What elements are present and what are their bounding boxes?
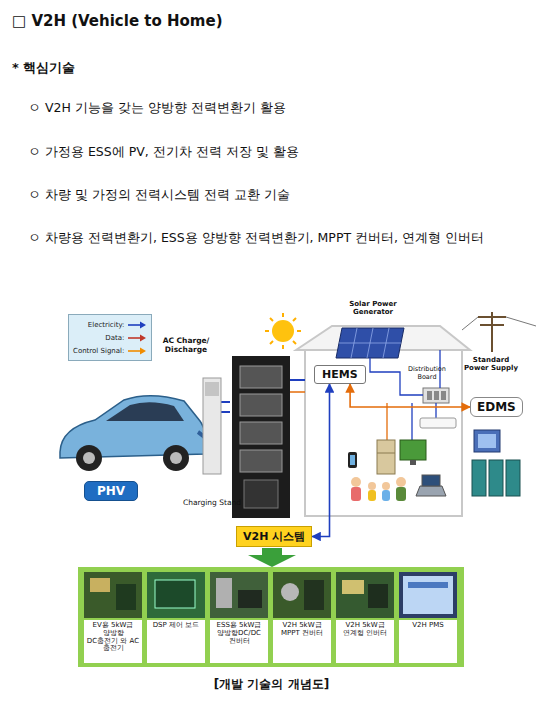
part-label: Distribution Board bbox=[404, 366, 450, 382]
family-icon bbox=[351, 477, 406, 501]
node-text: V2H 시스템 bbox=[243, 529, 305, 544]
legend-row: Control Signal: bbox=[73, 344, 147, 357]
component-photos bbox=[84, 572, 457, 618]
legend-row: Data: bbox=[73, 331, 147, 344]
legend-text: Control Signal: bbox=[73, 347, 124, 355]
component-caption: V2H 5kW급 연계형 인버터 bbox=[336, 620, 394, 663]
hems-box: HEMS bbox=[314, 365, 366, 384]
caption-text: EV용 5kW급 양방향 DC충전기 와 AC 충전기 bbox=[86, 622, 140, 653]
component-caption: DSP 제어 보드 bbox=[147, 620, 205, 663]
node-text: HEMS bbox=[322, 368, 358, 381]
legend-text: Electricity: bbox=[88, 321, 125, 329]
house-outline bbox=[296, 326, 470, 516]
bullet-text: ㅇ V2H 기능을 갖는 양방향 전력변환기 활용 bbox=[28, 100, 536, 115]
caption-text: DSP 제어 보드 bbox=[149, 622, 203, 630]
node-text: EDMS bbox=[477, 400, 516, 414]
bullet-text: ㅇ 차량용 전력변환기, ESS용 양방향 전력변환기, MPPT 컨버터, 연… bbox=[28, 230, 536, 245]
appliances bbox=[348, 418, 456, 496]
caption-text: V2H 5kW급 MPPT 컨버터 bbox=[275, 622, 329, 638]
part-label: Charging Stand bbox=[172, 498, 252, 507]
legend-row: Electricity: bbox=[73, 318, 147, 331]
v2h-cabinet bbox=[232, 356, 290, 518]
legend-box: Electricity: Data: Control Signal: bbox=[68, 314, 152, 361]
vehicle-tag: PHV bbox=[84, 481, 138, 501]
legend-arrow bbox=[127, 334, 147, 342]
connector-line bbox=[312, 384, 329, 537]
charging-stand bbox=[203, 378, 221, 474]
part-label: Solar Power Generator bbox=[335, 300, 411, 317]
node-text: PHV bbox=[97, 484, 125, 498]
component-panel bbox=[78, 567, 464, 667]
bullet-text: ㅇ 차량 및 가정의 전력시스템 전력 교환 기술 bbox=[28, 187, 536, 202]
distribution-board bbox=[423, 388, 449, 403]
figure-caption: [개발 기술의 개념도] bbox=[0, 676, 543, 693]
flow-label: AC Charge/ Discharge bbox=[160, 336, 212, 354]
sun-icon bbox=[265, 313, 301, 349]
page-title: □ V2H (Vehicle to Home) bbox=[12, 12, 223, 30]
solar-panel bbox=[336, 328, 404, 358]
down-arrow bbox=[248, 548, 296, 567]
connector-line bbox=[350, 384, 470, 407]
power-pole bbox=[462, 312, 536, 352]
system-tag: V2H 시스템 bbox=[236, 526, 312, 547]
caption-text: V2H PMS bbox=[401, 622, 455, 630]
legend-arrow bbox=[127, 347, 147, 355]
caption-text: ESS용 5kW급 양방향DC/DC 컨버터 bbox=[212, 622, 266, 645]
legend-text: Data: bbox=[105, 334, 124, 342]
part-label: Standard Power Supply bbox=[462, 356, 520, 373]
legend-arrow bbox=[127, 321, 147, 329]
edms-box: EDMS bbox=[470, 397, 523, 417]
car-illustration bbox=[60, 396, 212, 471]
caption-text: V2H 5kW급 연계형 인버터 bbox=[338, 622, 392, 638]
section-heading: * 핵심기술 bbox=[12, 60, 75, 76]
bullet-text: ㅇ 가정용 ESS에 PV, 전기차 전력 저장 및 활용 bbox=[28, 144, 536, 159]
component-caption: V2H PMS bbox=[399, 620, 457, 663]
server-icons bbox=[472, 430, 520, 496]
component-caption: ESS용 5kW급 양방향DC/DC 컨버터 bbox=[210, 620, 268, 663]
component-caption: EV용 5kW급 양방향 DC충전기 와 AC 충전기 bbox=[84, 620, 142, 663]
component-caption: V2H 5kW급 MPPT 컨버터 bbox=[273, 620, 331, 663]
